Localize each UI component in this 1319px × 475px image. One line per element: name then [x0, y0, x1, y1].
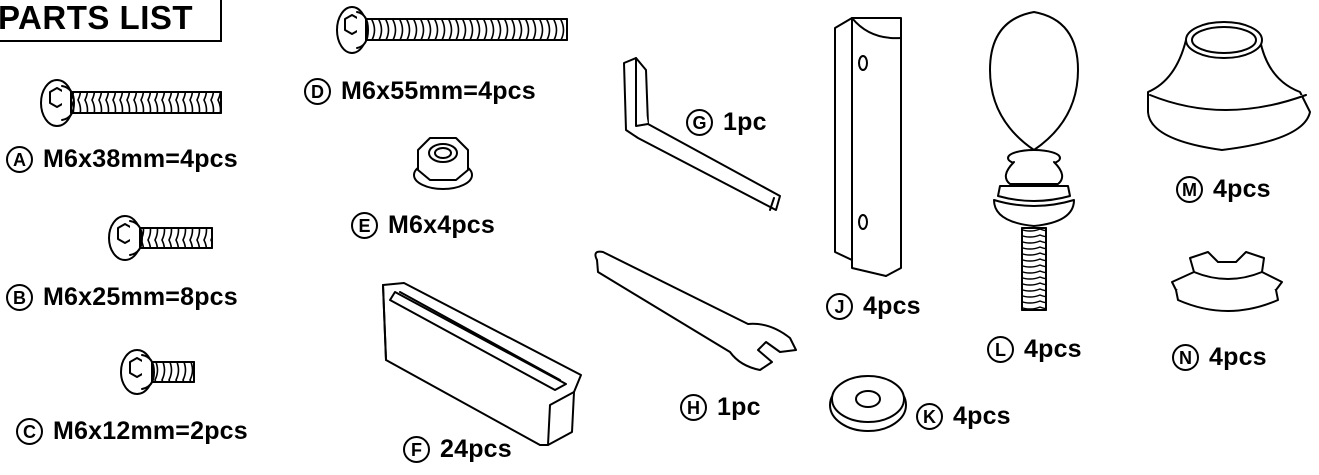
foot-m-icon — [1147, 21, 1311, 151]
allen-key-g-icon — [623, 57, 781, 211]
part-quantity: 4pcs — [1024, 335, 1082, 363]
part-label-n: N 4pcs — [1172, 344, 1267, 371]
part-letter-badge: C — [16, 418, 43, 445]
part-quantity: 24pcs — [440, 435, 512, 463]
part-label-f: F 24pcs — [403, 436, 512, 463]
part-letter-badge: K — [916, 403, 943, 430]
part-label-l: L 4pcs — [987, 336, 1082, 363]
part-letter-badge: H — [680, 394, 707, 421]
part-quantity: M6x25mm=8pcs — [43, 283, 238, 311]
part-label-e: E M6x4pcs — [351, 212, 495, 239]
part-letter-badge: A — [6, 146, 33, 173]
part-letter-badge: L — [987, 336, 1014, 363]
part-letter-badge: D — [304, 78, 331, 105]
insert-f-icon — [382, 282, 582, 446]
part-letter-badge: N — [1172, 344, 1199, 371]
bolt-c-icon — [120, 349, 195, 395]
bracket-j-icon — [834, 17, 902, 277]
part-label-m: M 4pcs — [1176, 176, 1271, 203]
part-quantity: 4pcs — [953, 402, 1011, 430]
part-quantity: M6x4pcs — [388, 211, 496, 239]
part-label-a: A M6x38mm=4pcs — [6, 146, 238, 173]
part-letter-badge: J — [826, 293, 853, 320]
bolt-d-icon — [336, 6, 568, 54]
part-letter-badge: F — [403, 436, 430, 463]
part-label-h: H 1pc — [680, 394, 761, 421]
glide-n-icon — [1171, 251, 1283, 312]
part-quantity: M6x38mm=4pcs — [43, 145, 238, 173]
washer-k-icon — [829, 375, 907, 432]
wrench-h-icon — [594, 250, 797, 371]
part-label-b: B M6x25mm=8pcs — [6, 284, 238, 311]
finial-l-icon — [989, 11, 1079, 311]
part-letter-badge: B — [6, 284, 33, 311]
part-quantity: M6x12mm=2pcs — [53, 417, 248, 445]
part-quantity: 4pcs — [863, 292, 921, 320]
part-letter-badge: G — [686, 109, 713, 136]
part-label-d: D M6x55mm=4pcs — [304, 78, 536, 105]
part-label-j: J 4pcs — [826, 293, 921, 320]
part-label-g: G 1pc — [686, 109, 767, 136]
bolt-b-icon — [108, 215, 213, 261]
part-quantity: M6x55mm=4pcs — [341, 77, 536, 105]
part-label-c: C M6x12mm=2pcs — [16, 418, 248, 445]
parts-list-header: PARTS LIST — [0, 0, 222, 42]
part-letter-badge: M — [1176, 176, 1203, 203]
bolt-a-icon — [40, 79, 222, 127]
part-quantity: 1pc — [717, 393, 761, 421]
part-quantity: 4pcs — [1213, 175, 1271, 203]
nut-e-icon — [413, 137, 473, 190]
part-quantity: 4pcs — [1209, 343, 1267, 371]
part-letter-badge: E — [351, 212, 378, 239]
part-label-k: K 4pcs — [916, 403, 1011, 430]
part-quantity: 1pc — [723, 108, 767, 136]
page-title: PARTS LIST — [0, 0, 194, 36]
